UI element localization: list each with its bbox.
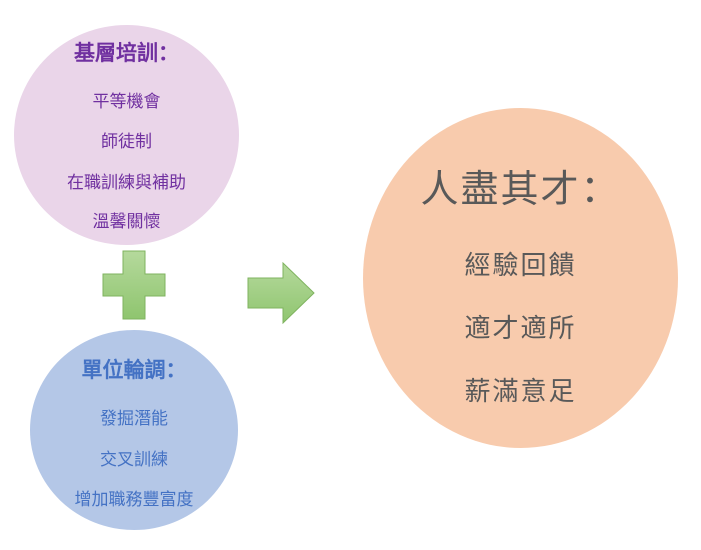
unit-rotation-item: 發掘潛能 — [100, 409, 168, 429]
basic-training-title: 基層培訓： — [74, 41, 179, 65]
basic-training-item: 師徒制 — [101, 132, 152, 152]
plus-icon — [102, 250, 166, 320]
result-circle: 人盡其才： 經驗回饋 適才適所 薪滿意足 — [363, 108, 678, 448]
result-item: 薪滿意足 — [464, 377, 577, 407]
unit-rotation-item: 交叉訓練 — [100, 450, 168, 470]
arrow-right-icon — [247, 262, 315, 324]
unit-rotation-title: 單位輪調： — [81, 358, 187, 382]
basic-training-item: 平等機會 — [92, 92, 161, 112]
result-item: 經驗回饋 — [464, 251, 577, 281]
result-item: 適才適所 — [464, 314, 577, 344]
unit-rotation-item: 增加職務豐富度 — [74, 490, 194, 510]
result-title: 人盡其才： — [420, 167, 621, 211]
basic-training-circle: 基層培訓： 平等機會 師徒制 在職訓練與補助 溫馨關懷 — [14, 25, 239, 245]
unit-rotation-circle: 單位輪調： 發掘潛能 交叉訓練 增加職務豐富度 — [30, 330, 238, 530]
basic-training-item: 在職訓練與補助 — [67, 173, 186, 193]
basic-training-item: 溫馨關懷 — [92, 212, 161, 232]
